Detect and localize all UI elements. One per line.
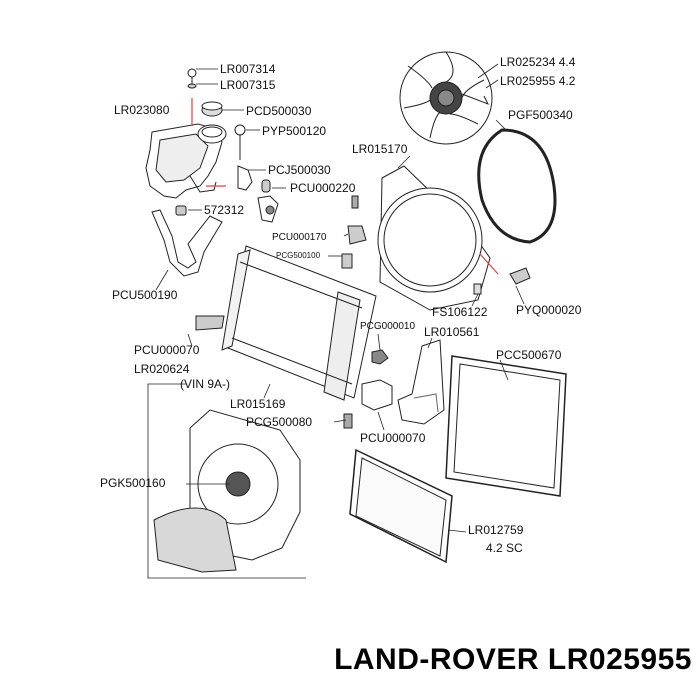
brand-part-number: LAND-ROVER LR025955 bbox=[334, 643, 692, 676]
label-pcu000170: PCU000170 bbox=[272, 232, 327, 243]
label-lr025955: LR025955 4.2 bbox=[500, 74, 576, 88]
label-pyq000020: PYQ000020 bbox=[516, 303, 582, 317]
label-pcu500190: PCU500190 bbox=[112, 288, 178, 302]
label-pcu000070-b: PCU000070 bbox=[360, 431, 426, 445]
label-lr020624: LR020624 bbox=[134, 362, 190, 376]
label-lr007315: LR007315 bbox=[220, 78, 276, 92]
tank-bracket bbox=[151, 209, 223, 277]
label-572312: 572312 bbox=[204, 203, 245, 217]
pcg-clip bbox=[371, 349, 389, 365]
label-lr012759: LR012759 bbox=[468, 523, 524, 537]
label-lr007314: LR007314 bbox=[220, 62, 276, 76]
fan-shroud bbox=[377, 165, 491, 311]
label-fs106122: FS106122 bbox=[432, 305, 488, 319]
expansion-tank bbox=[145, 123, 227, 199]
label-pcj500030: PCJ500030 bbox=[268, 163, 331, 177]
label-pgf500340: PGF500340 bbox=[508, 108, 573, 122]
pcu-bracket-lower bbox=[361, 379, 393, 411]
fan-clip bbox=[473, 267, 531, 295]
accent-leaders bbox=[191, 98, 499, 275]
leader-lines bbox=[155, 63, 525, 533]
intercooler bbox=[445, 355, 567, 497]
label-lr015169: LR015169 bbox=[230, 397, 286, 411]
misc-connectors bbox=[195, 195, 367, 429]
fan-seal-ring bbox=[477, 128, 557, 244]
label-lr015170: LR015170 bbox=[352, 142, 408, 156]
label-pcc500670: PCC500670 bbox=[496, 348, 562, 362]
label-pcg500080: PCG500080 bbox=[246, 415, 313, 429]
air-deflector bbox=[397, 339, 445, 425]
label-vin: (VIN 9A-) bbox=[180, 377, 231, 391]
label-pcd500030: PCD500030 bbox=[246, 104, 312, 118]
label-4-2-sc: 4.2 SC bbox=[486, 541, 523, 555]
label-pgk500160: PGK500160 bbox=[100, 476, 166, 490]
inset-frame bbox=[147, 383, 306, 579]
radiator-core bbox=[221, 245, 377, 401]
label-lr023080: LR023080 bbox=[114, 103, 170, 117]
tank-small-parts bbox=[175, 68, 279, 223]
cooling-fan bbox=[399, 51, 493, 145]
label-pcg000010: PCG000010 bbox=[360, 321, 416, 332]
label-lr025234: LR025234 4.4 bbox=[500, 55, 576, 69]
label-pyp500120: PYP500120 bbox=[262, 124, 327, 138]
label-pcu000070-a: PCU000070 bbox=[134, 343, 200, 357]
label-pcg500100: PCG500100 bbox=[276, 251, 321, 260]
fan-guard-pgk500160 bbox=[153, 507, 237, 573]
ac-condenser bbox=[349, 448, 453, 564]
label-lr010561: LR010561 bbox=[424, 325, 480, 339]
label-pcu000220: PCU000220 bbox=[290, 181, 356, 195]
